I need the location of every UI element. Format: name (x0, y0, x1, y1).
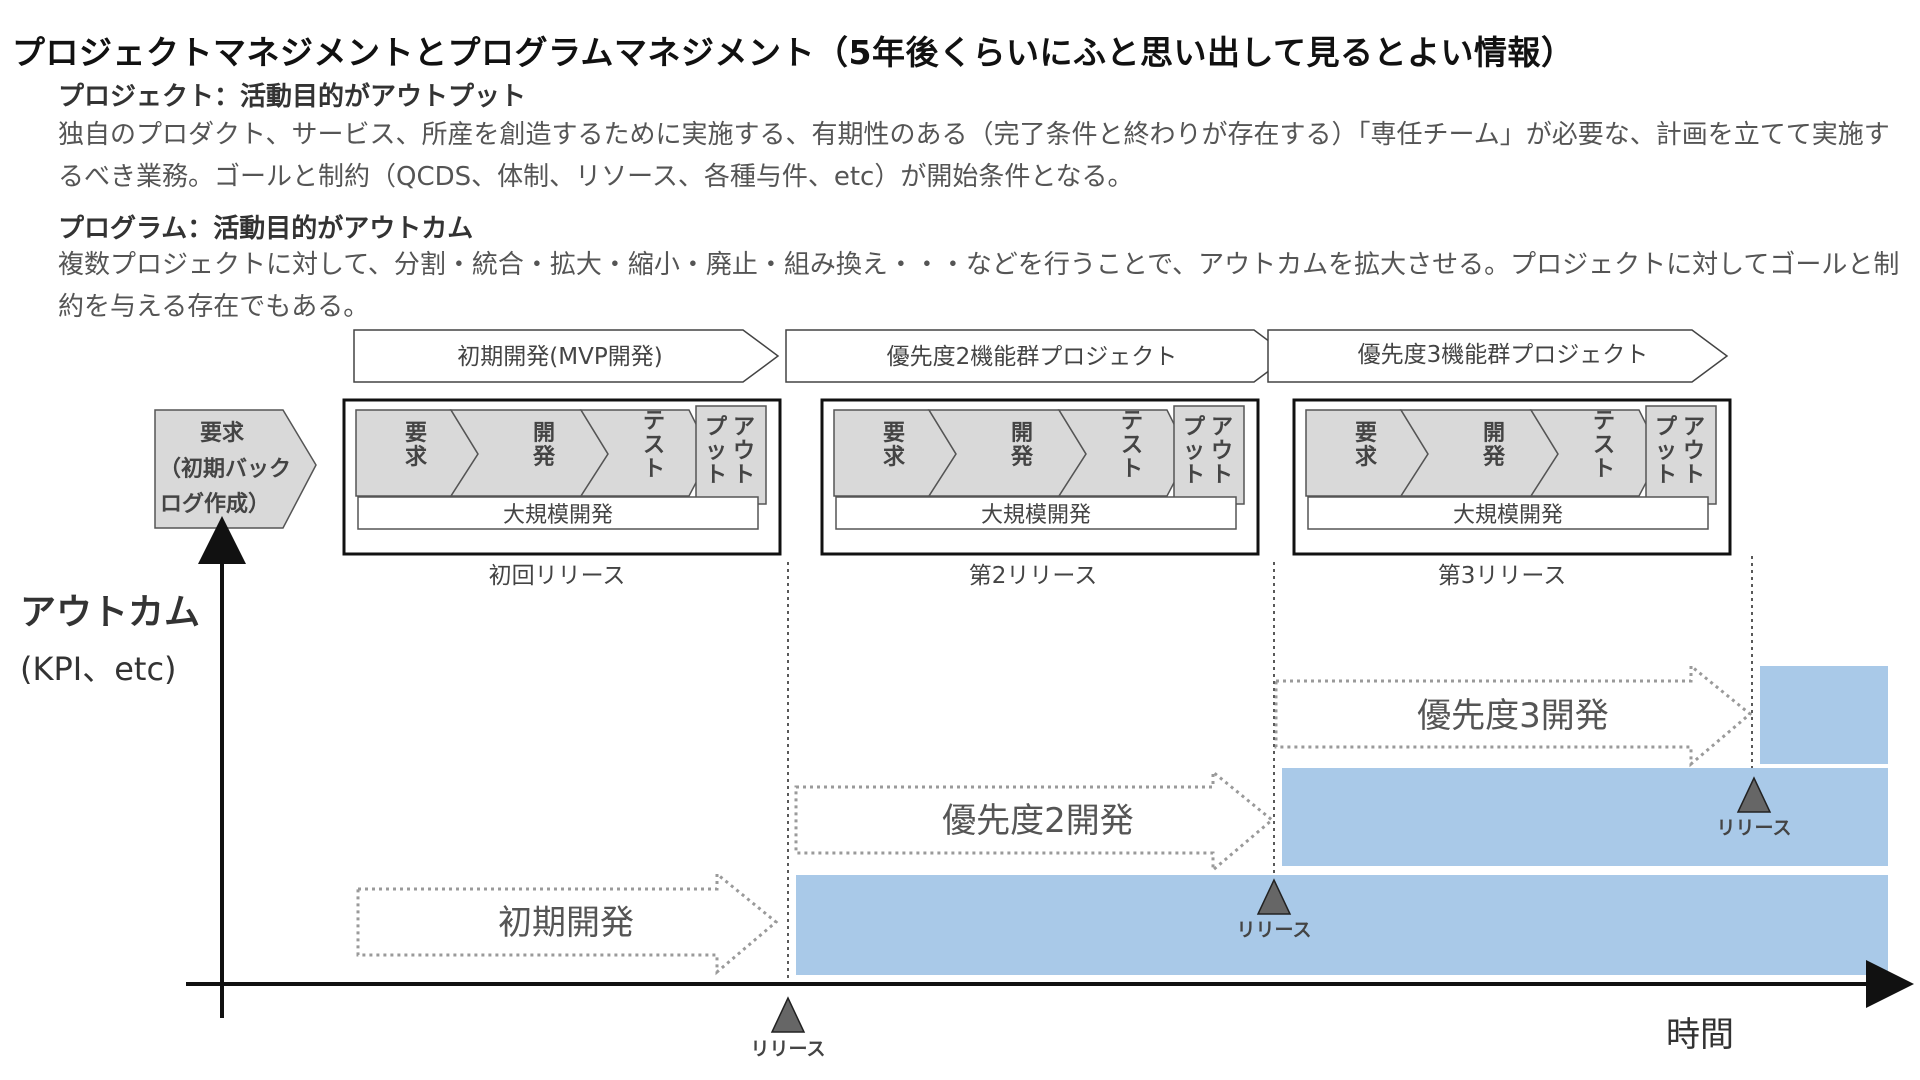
project-heading: プロジェクト：活動目的がアウトプット (58, 82, 527, 112)
release-label-1: 初回リリース (489, 563, 626, 589)
step-output (1173, 405, 1245, 505)
large-scale-dev-label: 大規模開発 (981, 503, 1091, 528)
step-out-char: ウ (1683, 439, 1705, 464)
step-out-char: ウ (1211, 439, 1233, 464)
phase-label-1: 初期開発(MVP開発) (457, 344, 662, 370)
x-axis-label: 時間 (1666, 1015, 1734, 1055)
requirement-line-2: （初期バック (159, 456, 291, 482)
dev-arrow-priority3-label: 優先度3開発 (1417, 696, 1609, 736)
step-out-char: ッ (705, 439, 727, 464)
step-test-char: ス (1593, 433, 1615, 458)
outcome-block-3 (1760, 666, 1888, 764)
phase-label-3: 優先度3機能群プロジェクト (1358, 342, 1649, 368)
step-test-char: ト (1593, 457, 1615, 482)
outcome-block-1 (796, 875, 1888, 975)
step-dev-char: 発 (1482, 445, 1506, 470)
release-marker-3-label: リリース (1716, 817, 1791, 839)
dev-arrow-initial-label: 初期開発 (498, 903, 634, 943)
step-test-char: ト (1121, 457, 1143, 482)
step-out-char: ア (1211, 415, 1233, 440)
step-out-char: プ (1655, 415, 1678, 440)
step-out-char: ト (1683, 463, 1705, 488)
step-dev-char: 開 (1011, 421, 1033, 446)
release-marker-3: リリース (1716, 776, 1792, 839)
large-scale-dev-label: 大規模開発 (503, 503, 613, 528)
phase-label-2: 優先度2機能群プロジェクト (887, 344, 1178, 370)
step-out-char: ア (1683, 415, 1705, 440)
release-marker-1-label: リリース (750, 1038, 825, 1060)
step-test (579, 409, 712, 497)
step-req-char: 求 (1355, 445, 1377, 470)
step-dev-char: 開 (533, 421, 555, 446)
requirement-backlog-box: 要求 （初期バック ログ作成） (154, 409, 317, 529)
release-label-3: 第3リリース (1438, 563, 1566, 589)
step-test-char: ト (643, 457, 665, 482)
dev-arrow-initial: 初期開発 (356, 870, 779, 976)
y-axis-label: アウトカム (20, 592, 200, 633)
step-test-char: テ (1593, 409, 1615, 434)
outcome-block-2 (1282, 768, 1888, 866)
step-out-char: ッ (1183, 439, 1205, 464)
step-test-char: テ (643, 409, 665, 434)
step-output (1645, 405, 1717, 505)
release-marker-2-label: リリース (1236, 919, 1311, 941)
step-out-char: プ (705, 415, 728, 440)
step-test (1057, 409, 1190, 497)
step-req-char: 要 (883, 421, 905, 446)
release-marker-2: リリース (1236, 878, 1312, 941)
project-description: 独自のプロダクト、サービス、所産を創造するために実施する、有期性のある（完了条件… (58, 120, 1890, 192)
large-scale-dev-bar (835, 496, 1237, 530)
page-title: プロジェクトマネジメントとプログラムマネジメント（5年後くらいにふと思い出して見… (12, 33, 1575, 72)
phase-banner-2: 優先度2機能群プロジェクト (785, 329, 1291, 383)
step-req-char: 求 (405, 445, 427, 470)
step-test-char: ス (643, 433, 665, 458)
phase-banner-3: 優先度3機能群プロジェクト (1267, 329, 1729, 383)
step-test-char: テ (1121, 409, 1143, 434)
step-req-char: 求 (883, 445, 905, 470)
step-req-char: 要 (405, 421, 427, 446)
large-scale-dev-bar (1307, 496, 1709, 530)
step-out-char: ト (1211, 463, 1233, 488)
step-dev-char: 開 (1483, 421, 1505, 446)
phase-banner-1: 初期開発(MVP開発) (353, 329, 780, 383)
step-out-char: ウ (733, 439, 755, 464)
requirement-line-1: 要求 (200, 421, 244, 446)
dev-arrow-priority3: 優先度3開発 (1274, 662, 1753, 768)
step-out-char: ッ (1655, 439, 1677, 464)
release-marker-1: リリース (750, 996, 826, 1060)
project-blocks: 大規模開発要求開発テストプットアウト大規模開発要求開発テストプットアウト大規模開… (342, 398, 1732, 556)
step-out-char: ト (1183, 463, 1205, 488)
release-label-2: 第2リリース (969, 563, 1097, 589)
step-out-char: ア (733, 415, 755, 440)
large-scale-dev-label: 大規模開発 (1453, 503, 1563, 528)
step-dev-char: 発 (532, 445, 556, 470)
program-description: 複数プロジェクトに対して、分割・統合・拡大・縮小・廃止・組み換え・・・などを行う… (58, 250, 1900, 322)
dev-arrow-priority2-label: 優先度2開発 (942, 801, 1134, 841)
step-req-char: 要 (1355, 421, 1377, 446)
step-test-char: ス (1121, 433, 1143, 458)
y-axis-sublabel: (KPI、etc) (20, 650, 177, 688)
dev-arrow-priority2: 優先度2開発 (794, 768, 1275, 874)
step-dev-char: 発 (1010, 445, 1034, 470)
step-out-char: ト (705, 463, 727, 488)
requirement-line-3: ログ作成） (160, 491, 270, 517)
large-scale-dev-bar (357, 496, 759, 530)
program-heading: プログラム：活動目的がアウトカム (58, 214, 474, 244)
step-test (1529, 409, 1662, 497)
step-out-char: ト (1655, 463, 1677, 488)
step-output (695, 405, 767, 505)
step-out-char: ト (733, 463, 755, 488)
step-out-char: プ (1183, 415, 1206, 440)
